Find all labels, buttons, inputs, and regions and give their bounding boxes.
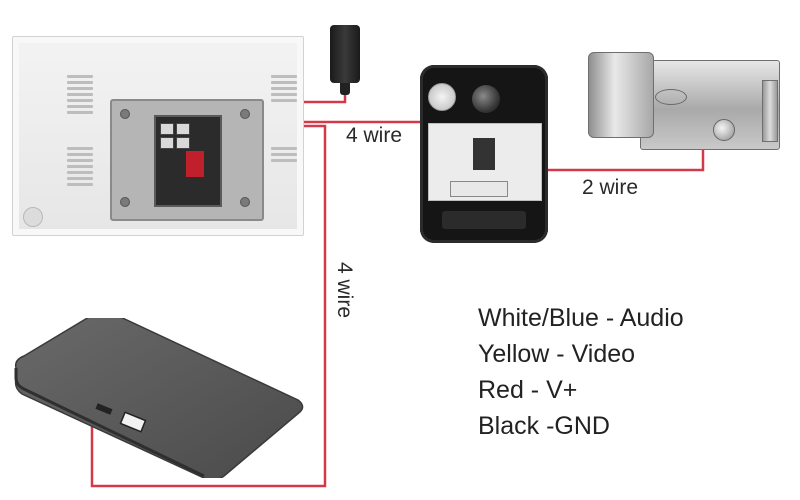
wire-color-legend: White/Blue - Audio Yellow - Video Red - …: [478, 300, 684, 444]
legend-item-video: Yellow - Video: [478, 340, 636, 368]
legend-item-ground: Black -GND: [478, 412, 610, 440]
lock-strike-plate: [762, 80, 778, 142]
lock-brand-emblem: [655, 89, 687, 105]
camera-lens: [472, 85, 500, 113]
outdoor-camera: [420, 65, 548, 243]
monitor-seal-icon: [23, 207, 43, 227]
lock-cylinder: [588, 52, 654, 138]
wire-label-monitor-camera: 4 wire: [346, 124, 403, 147]
camera-certification-mark: [450, 181, 508, 197]
monitor-mounting-bracket: [110, 99, 264, 221]
wire-label-camera-lock: 2 wire: [582, 176, 639, 199]
camera-seal-icon: [428, 83, 456, 111]
indoor-monitor: [12, 36, 304, 236]
legend-item-power: Red - V+: [478, 376, 578, 404]
lock-release-button: [713, 119, 735, 141]
wire-camera-lock: [490, 150, 705, 172]
legend-item-audio: White/Blue - Audio: [478, 304, 684, 332]
electric-lock: [640, 60, 780, 150]
wire-label-monitor-panel: 4 wire: [333, 262, 356, 319]
camera-terminal: [473, 138, 495, 170]
power-adapter-plug: [340, 83, 350, 95]
panel-connector-port: [119, 411, 147, 433]
touch-panel: [14, 318, 304, 478]
monitor-terminal-block: [154, 115, 222, 207]
power-adapter: [330, 25, 360, 83]
